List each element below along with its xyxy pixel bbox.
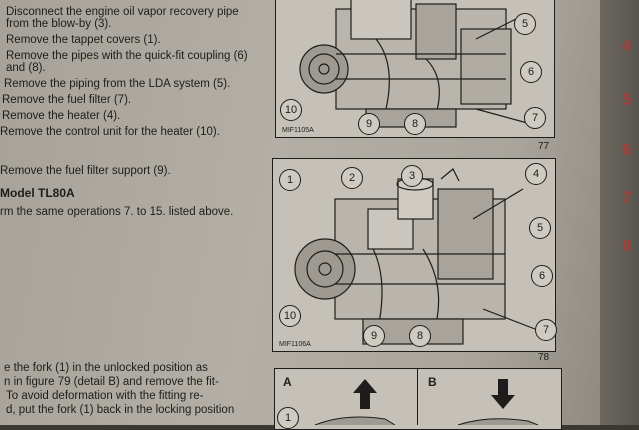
instruction-line: To avoid deformation with the fitting re… [6, 390, 204, 402]
figure-number: 77 [538, 141, 550, 152]
callout-9: 9 [358, 113, 380, 135]
manual-page: Disconnect the engine oil vapor recovery… [0, 0, 600, 430]
figure-number: 78 [538, 352, 550, 363]
panel-b: B [418, 369, 560, 425]
figure-77-engine-diagram: 5 6 7 8 9 10 MIF1105A [275, 0, 555, 138]
callout-10: 10 [279, 305, 301, 327]
edge-number: 4 [622, 36, 632, 55]
callout-7: 7 [524, 107, 546, 129]
figure-caption: MIF1105A [282, 127, 314, 134]
edge-number: 5 [622, 90, 632, 109]
callout-1: 1 [277, 407, 299, 429]
figure-caption: MIF1106A [279, 341, 311, 348]
edge-number: 8 [622, 236, 632, 255]
callout-10: 10 [280, 99, 302, 121]
callout-2: 2 [341, 167, 363, 189]
callout-5: 5 [529, 217, 551, 239]
callout-5: 5 [514, 13, 536, 35]
engine-drawing [299, 0, 532, 128]
panel-label: B [428, 375, 437, 389]
instruction-line: from the blow-by (3). [6, 18, 112, 30]
engine-drawing [294, 168, 536, 345]
adjacent-page-edge: 4 5 6 7 8 [600, 0, 639, 425]
instruction-line: Remove the pipes with the quick-fit coup… [6, 50, 248, 62]
instruction-line: Remove the fuel filter support (9). [0, 165, 171, 177]
callout-1: 1 [279, 169, 301, 191]
edge-number: 6 [622, 140, 632, 159]
panel-label: A [283, 375, 292, 389]
callout-6: 6 [520, 61, 542, 83]
instruction-line: Remove the control unit for the heater (… [0, 126, 220, 138]
figure-79-fork-detail: A 1 B [274, 368, 562, 430]
instruction-line: rm the same operations 7. to 15. listed … [0, 206, 234, 218]
instruction-line: d, put the fork (1) back in the locking … [6, 404, 235, 416]
section-heading: Model TL80A [0, 186, 75, 200]
figure-78-engine-diagram: 1 2 3 4 5 6 7 8 9 10 MIF1106A [272, 158, 557, 352]
instruction-line: Remove the fuel filter (7). [2, 94, 132, 106]
instruction-line: e the fork (1) in the unlocked position … [4, 362, 208, 374]
callout-8: 8 [404, 113, 426, 135]
callout-6: 6 [531, 265, 553, 287]
instruction-line: Disconnect the engine oil vapor recovery… [6, 6, 239, 18]
edge-number: 7 [622, 188, 632, 207]
arrow-down-icon [457, 379, 539, 425]
callout-7: 7 [535, 319, 557, 341]
callout-4: 4 [525, 163, 547, 185]
instruction-line: n in figure 79 (detail B) and remove the… [4, 376, 219, 388]
instruction-line: Remove the piping from the LDA system (5… [4, 78, 231, 90]
arrow-up-icon [314, 379, 396, 425]
panel-a: A 1 [275, 369, 418, 429]
instruction-line: and (8). [6, 62, 46, 74]
callout-8: 8 [409, 325, 431, 347]
callout-9: 9 [363, 325, 385, 347]
callout-3: 3 [401, 165, 423, 187]
instruction-line: Remove the heater (4). [2, 110, 121, 122]
instruction-line: Remove the tappet covers (1). [6, 34, 161, 46]
